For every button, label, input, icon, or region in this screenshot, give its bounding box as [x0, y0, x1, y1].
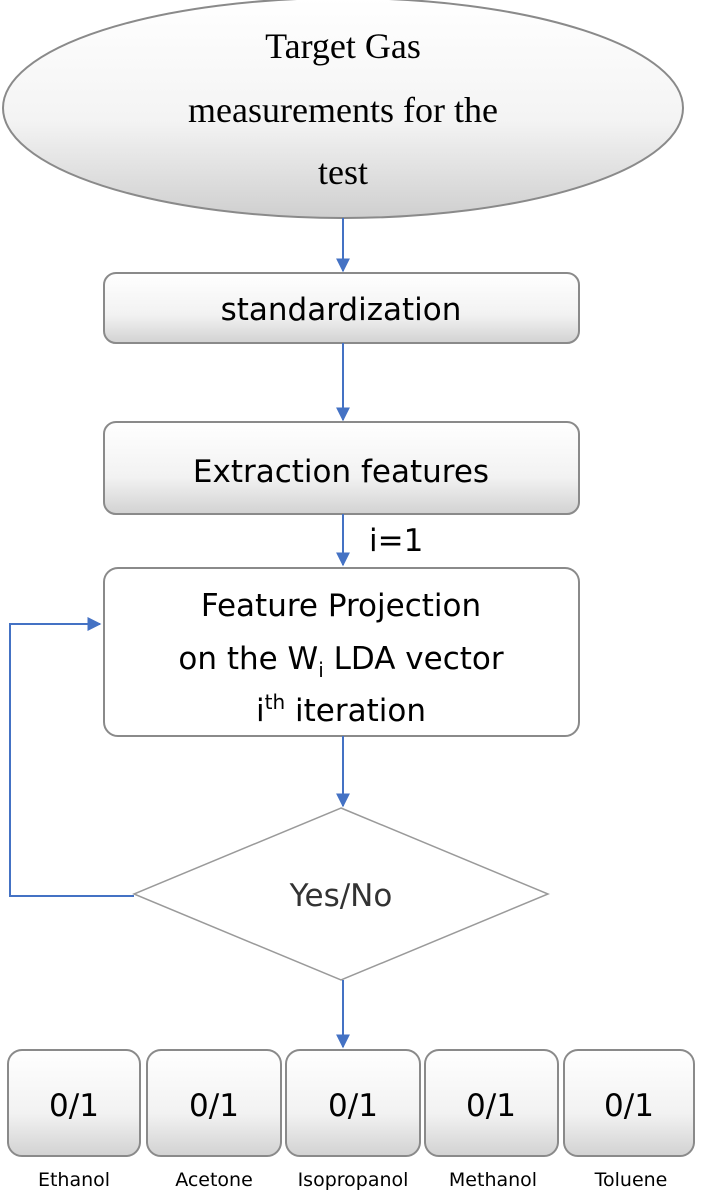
- output-name: Isopropanol: [298, 1169, 409, 1191]
- output-box-isopropanol: 0/1 Isopropanol: [285, 1049, 421, 1191]
- output-value: 0/1: [604, 1088, 654, 1124]
- output-box-toluene: 0/1 Toluene: [563, 1049, 695, 1191]
- projection-line1: Feature Projection: [201, 588, 481, 624]
- output-box-methanol: 0/1 Methanol: [424, 1049, 559, 1191]
- start-text-line1: Target Gas: [265, 26, 421, 66]
- start-text-line2: measurements for the: [188, 90, 498, 130]
- output-box-ethanol: 0/1 Ethanol: [7, 1049, 141, 1191]
- projection-line3: ith iteration: [256, 690, 426, 729]
- output-box-acetone: 0/1 Acetone: [146, 1049, 282, 1191]
- output-name: Toluene: [594, 1169, 668, 1191]
- output-value: 0/1: [49, 1088, 99, 1124]
- extraction-features-label: Extraction features: [193, 454, 489, 490]
- counter-label: i=1: [369, 523, 423, 559]
- start-ellipse: Target Gas measurements for the test: [2, 0, 684, 219]
- outputs-row: 0/1 Ethanol 0/1 Acetone 0/1 Isopropanol …: [7, 1049, 695, 1191]
- output-value: 0/1: [328, 1088, 378, 1124]
- standardization-box: standardization: [103, 272, 580, 344]
- output-name: Ethanol: [38, 1169, 110, 1191]
- output-value: 0/1: [466, 1088, 516, 1124]
- decision-diamond: Yes/No: [132, 807, 550, 981]
- output-name: Methanol: [449, 1169, 537, 1191]
- extraction-features-box: Extraction features: [103, 421, 580, 515]
- standardization-label: standardization: [221, 292, 462, 328]
- decision-label: Yes/No: [289, 878, 393, 914]
- projection-line2: on the Wi LDA vector: [178, 641, 504, 682]
- start-text-line3: test: [318, 152, 368, 192]
- output-value: 0/1: [189, 1088, 239, 1124]
- feature-projection-box: Feature Projection on the Wi LDA vector …: [103, 567, 580, 737]
- loop-back-arrow: [9, 617, 134, 897]
- output-name: Acetone: [175, 1169, 253, 1191]
